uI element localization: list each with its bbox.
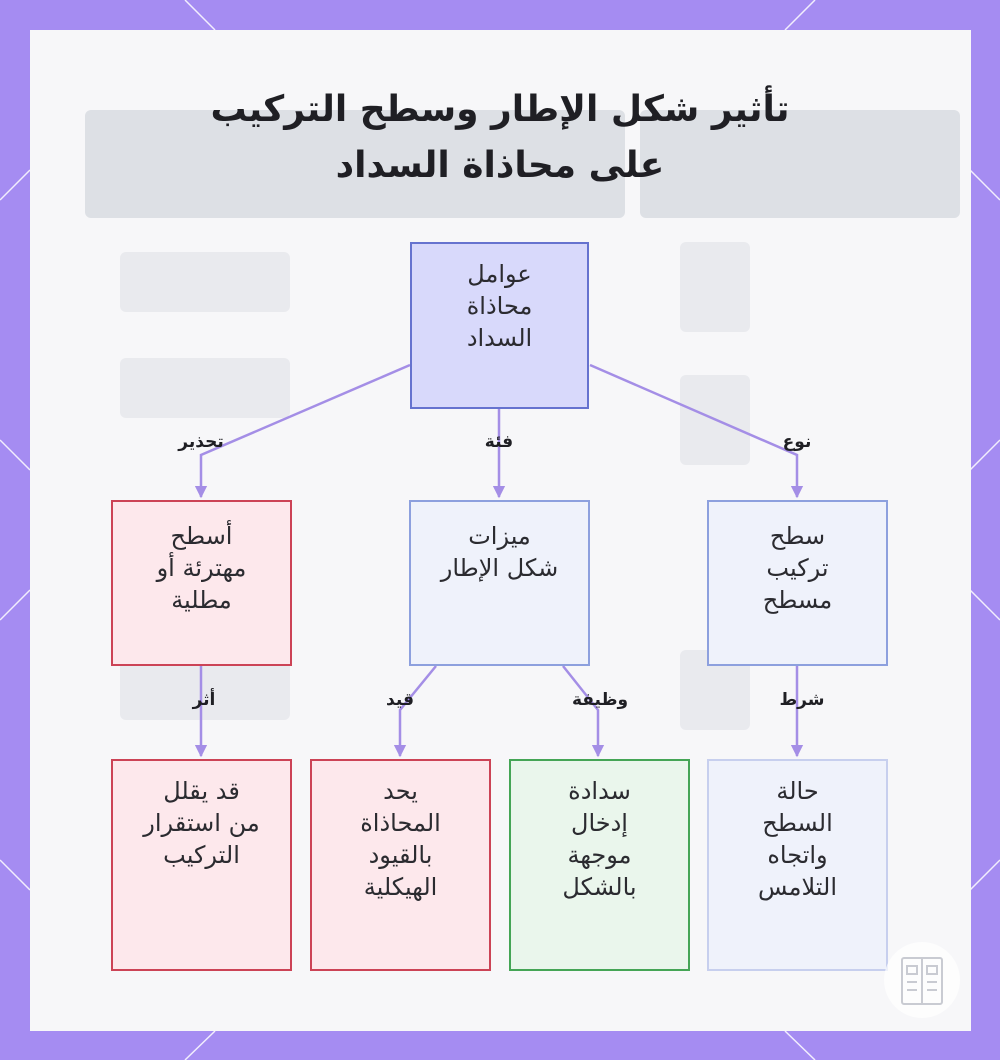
node-label: ميزات شكل الإطار — [440, 522, 559, 582]
node-label: قد يقلل من استقرار التركيب — [143, 777, 260, 869]
background-blur-block — [120, 660, 290, 720]
edge-label-type: نوع — [782, 432, 812, 452]
book-logo-icon — [884, 942, 960, 1018]
node-label: عوامل محاذاة السداد — [466, 260, 533, 352]
edge-label-effect: أثر — [192, 690, 216, 710]
edge-root-to-surface — [194, 363, 411, 499]
node-flat-mounting-surface: سطح تركيب مسطح — [707, 500, 888, 666]
background-blur-block — [120, 252, 290, 312]
node-label: أسطح مهترئة أو مطلية — [156, 522, 247, 614]
title-line-1: تأثير شكل الإطار وسطح التركيب — [210, 89, 790, 130]
edge-label-condition: شرط — [779, 690, 825, 710]
edge-label-constraint: قيد — [386, 690, 414, 710]
edge-label-function: وظيفة — [571, 690, 629, 710]
background-blur-block — [680, 242, 750, 332]
background-blur-block — [120, 358, 290, 418]
node-label: يحد المحاذاة بالقيود الهيكلية — [360, 777, 441, 901]
node-seal-alignment-factors: عوامل محاذاة السداد — [410, 242, 589, 409]
node-label: حالة السطح واتجاه التلامس — [758, 777, 837, 901]
edge-label-warning: تحذير — [178, 432, 224, 452]
node-worn-coated-surfaces: أسطح مهترئة أو مطلية — [111, 500, 292, 666]
edge-label-category: فئة — [484, 432, 514, 452]
node-frame-shape-features: ميزات شكل الإطار — [409, 500, 590, 666]
edge-frame-to-guided — [562, 665, 605, 758]
node-reduced-mount-stability: قد يقلل من استقرار التركيب — [111, 759, 292, 971]
background-blur-block — [85, 110, 625, 218]
edge-frame-to-limit — [393, 665, 437, 758]
node-shape-guided-insert-plug: سدادة إدخال موجهة بالشكل — [509, 759, 690, 971]
background-blur-block — [640, 110, 960, 218]
node-structural-alignment-limit: يحد المحاذاة بالقيود الهيكلية — [310, 759, 491, 971]
node-label: سدادة إدخال موجهة بالشكل — [562, 777, 637, 901]
edge-root-to-mount — [589, 363, 804, 499]
title-line-2: على محاذاة السداد — [335, 145, 665, 186]
node-surface-condition-contact: حالة السطح واتجاه التلامس — [707, 759, 888, 971]
node-label: سطح تركيب مسطح — [762, 522, 833, 614]
diagram-title: تأثير شكل الإطار وسطح التركيب على محاذاة… — [0, 82, 1000, 194]
